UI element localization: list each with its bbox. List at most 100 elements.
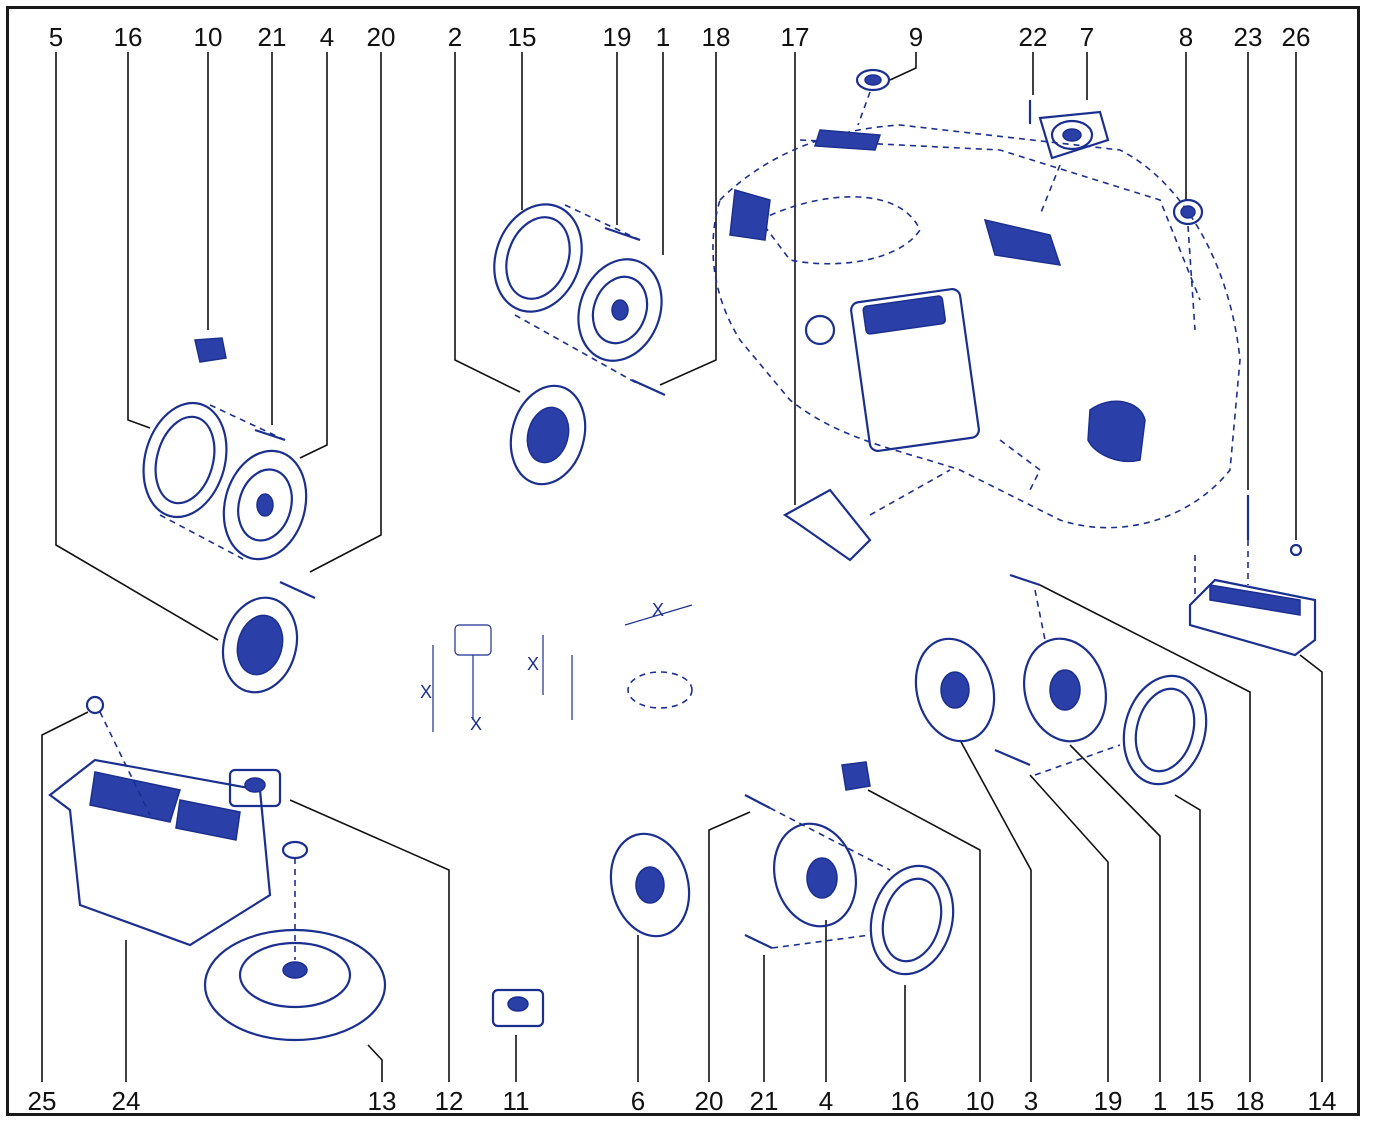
dashboard-top-edge bbox=[799, 139, 1201, 301]
dashboard-outline bbox=[712, 124, 1241, 529]
tweeter-12-cone bbox=[244, 777, 266, 793]
speaker-1-right-cone bbox=[1049, 669, 1081, 711]
spacer-ring-16-lower bbox=[869, 864, 955, 976]
tweeter-9-cone bbox=[864, 74, 882, 86]
callout-bottom-13: 19 bbox=[1094, 1086, 1123, 1116]
tweeter-9-dash bbox=[857, 91, 871, 126]
bolt-head bbox=[454, 624, 492, 656]
nut-outline bbox=[627, 671, 693, 709]
subwoofer-13-bolt bbox=[281, 840, 309, 860]
callout-top-13: 9 bbox=[909, 22, 923, 52]
callout-bottom-3: 13 bbox=[368, 1086, 397, 1116]
callout-top-4: 21 bbox=[258, 22, 287, 52]
leader-10-bottom bbox=[867, 789, 981, 1082]
tweeter-dash-left bbox=[855, 68, 891, 126]
leader-9 bbox=[889, 52, 917, 81]
tweeter-11 bbox=[491, 988, 545, 1028]
callout-bottom-11: 10 bbox=[966, 1086, 995, 1116]
clip-19-right bbox=[994, 748, 1031, 767]
clip-25 bbox=[85, 695, 105, 715]
dash-center-grille bbox=[983, 218, 1062, 266]
leader-5 bbox=[55, 52, 219, 641]
spacer-ring-15-right bbox=[1122, 674, 1208, 786]
speaker-2-frame bbox=[509, 384, 587, 486]
leader-16 bbox=[127, 52, 151, 429]
callout-bottom-16: 18 bbox=[1236, 1086, 1265, 1116]
spacer-ring-15-right-inner bbox=[1134, 687, 1196, 773]
pin-dim-x: X bbox=[527, 654, 539, 674]
subwoofer-box-grille bbox=[89, 771, 181, 823]
callout-top-18: 26 bbox=[1282, 22, 1311, 52]
callout-bottom-12: 3 bbox=[1024, 1086, 1038, 1116]
left-dash-b bbox=[159, 514, 246, 561]
tweeter-12 bbox=[228, 768, 282, 808]
center-console bbox=[850, 288, 980, 452]
leader-2 bbox=[454, 52, 521, 393]
steering-hub bbox=[804, 314, 836, 346]
callout-top-7: 2 bbox=[448, 22, 462, 52]
nut-dim-x: X bbox=[652, 600, 664, 620]
upper-speaker-group bbox=[493, 203, 666, 486]
callout-top-11: 18 bbox=[702, 22, 731, 52]
diagram-frame bbox=[6, 6, 1360, 1116]
callout-top-6: 20 bbox=[367, 22, 396, 52]
callout-top-12: 17 bbox=[781, 22, 810, 52]
center-speaker-ring bbox=[1050, 119, 1094, 151]
speaker-1-dust-cap bbox=[611, 299, 629, 321]
subwoofer-box-badge bbox=[175, 799, 241, 841]
left-speaker-group bbox=[142, 337, 316, 694]
callout-top-17: 23 bbox=[1234, 22, 1263, 52]
amplifier-heatsink bbox=[1209, 584, 1301, 616]
dash-left-grille bbox=[814, 129, 882, 151]
clip-19 bbox=[604, 226, 641, 242]
tweeter-8-body bbox=[1172, 198, 1204, 226]
callout-bottom-2: 24 bbox=[112, 1086, 141, 1116]
leader-13 bbox=[367, 1044, 383, 1082]
nut-26 bbox=[1289, 543, 1303, 557]
bottom-callouts: 25 24 13 12 11 6 20 21 4 16 10 3 19 1 15… bbox=[28, 1086, 1337, 1116]
callout-top-9: 19 bbox=[603, 22, 632, 52]
connector-10 bbox=[194, 337, 227, 363]
leader-14 bbox=[1299, 654, 1323, 1082]
bracket-dash bbox=[869, 469, 951, 516]
lower-speaker-group bbox=[609, 761, 955, 976]
side-vent-right bbox=[1087, 400, 1146, 462]
spacer-ring-16-inner bbox=[154, 415, 216, 505]
leader-4 bbox=[299, 52, 328, 459]
callout-bottom-9: 4 bbox=[819, 1086, 833, 1116]
rivet-18-right bbox=[1009, 573, 1041, 587]
spacer-ring-15-inner bbox=[505, 216, 571, 300]
subwoofer-13-center bbox=[282, 961, 308, 979]
amplifier-body bbox=[1188, 578, 1317, 657]
tweeter-8-cone bbox=[1180, 205, 1196, 219]
callout-bottom-15: 15 bbox=[1186, 1086, 1215, 1116]
center-vent bbox=[862, 295, 947, 335]
speaker-5-frame bbox=[221, 596, 299, 694]
lower-dash-a bbox=[769, 807, 891, 871]
glovebox-line bbox=[999, 439, 1042, 491]
dashboard-assembly bbox=[712, 124, 1241, 529]
callout-top-15: 7 bbox=[1080, 22, 1094, 52]
leader-20 bbox=[309, 52, 382, 573]
right-dash-b bbox=[1034, 744, 1121, 776]
nut-dim-line bbox=[624, 604, 693, 626]
instrument-cluster bbox=[758, 196, 921, 265]
tweeter-11-cone bbox=[507, 996, 529, 1012]
callout-bottom-6: 6 bbox=[631, 1086, 645, 1116]
speaker-5-cone bbox=[236, 614, 284, 676]
top-callouts: 5 16 10 21 4 20 2 15 19 1 18 17 9 22 7 8… bbox=[49, 22, 1311, 52]
speaker-4-cone bbox=[237, 468, 293, 542]
upper-dash-a bbox=[564, 204, 641, 241]
speaker-4-frame bbox=[222, 449, 308, 561]
speaker-3-cone bbox=[940, 671, 970, 709]
leader-3 bbox=[959, 739, 1032, 1082]
callout-bottom-10: 16 bbox=[891, 1086, 920, 1116]
center-speaker-frame bbox=[1038, 110, 1110, 160]
callout-top-16: 8 bbox=[1179, 22, 1193, 52]
tweeter-9-body bbox=[855, 68, 891, 92]
right-dash-a bbox=[1034, 589, 1046, 641]
amplifier-14 bbox=[1188, 495, 1317, 657]
speaker-6-cone bbox=[635, 866, 665, 904]
bolt-dim-x-width: X bbox=[470, 714, 482, 734]
